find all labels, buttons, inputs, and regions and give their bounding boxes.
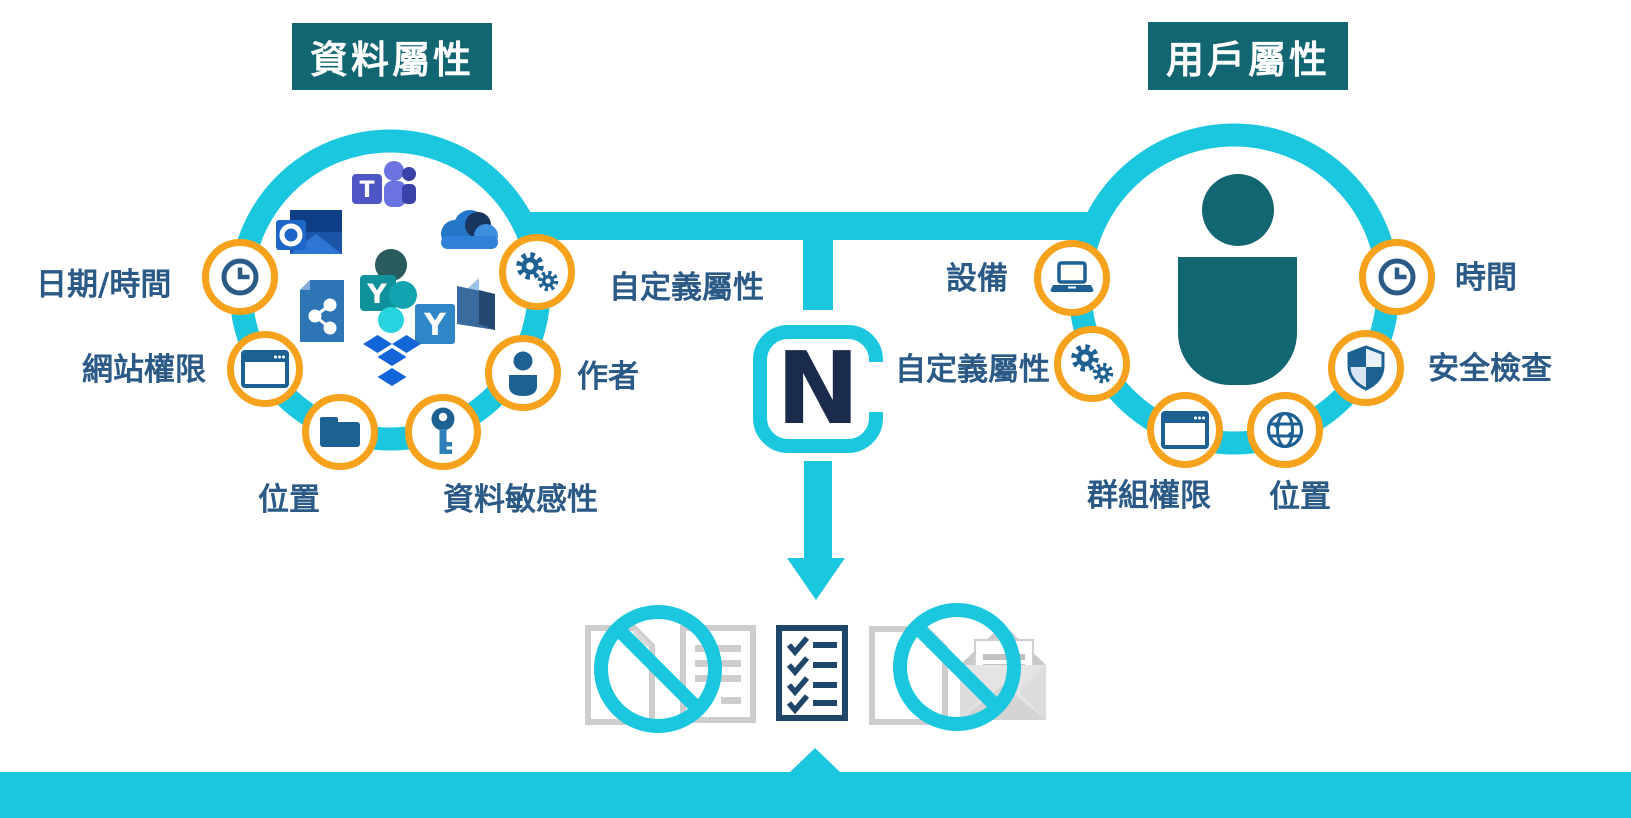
badge-data-sensitivity — [405, 394, 481, 470]
label-data-sensitivity: 資料敏感性 — [443, 482, 598, 518]
label-author: 作者 — [577, 359, 639, 395]
badge-author — [485, 335, 561, 411]
label-custom-attributes-left: 自定義屬性 — [609, 270, 764, 306]
bottom-bar — [0, 772, 1631, 818]
badge-custom-attributes-right — [1054, 326, 1130, 402]
badge-security-check — [1328, 330, 1404, 406]
folder-icon — [320, 417, 360, 447]
microsoft-teams-icon: T — [352, 161, 416, 207]
browser-window-icon — [1161, 411, 1209, 449]
left-title: 資料屬性 — [292, 23, 492, 90]
onedrive-icon — [441, 210, 498, 249]
vertical-connector-bar — [803, 238, 833, 310]
gears-icon — [516, 252, 559, 292]
key-icon — [431, 407, 455, 454]
clock-icon — [221, 258, 259, 296]
shared-document-icon — [300, 280, 344, 342]
label-group-permissions: 群組權限 — [1087, 478, 1211, 514]
badge-device — [1034, 240, 1110, 316]
badge-date-time — [202, 239, 278, 315]
policy-checklist-icon — [776, 625, 848, 721]
badge-time — [1359, 239, 1435, 315]
yammer-classic-letter: Y — [423, 308, 447, 343]
yammer-icon: Y — [360, 249, 417, 333]
shield-icon — [1347, 345, 1385, 391]
label-location-right: 位置 — [1269, 479, 1331, 515]
label-security-check: 安全檢查 — [1428, 351, 1552, 387]
user-silhouette-icon — [1202, 174, 1274, 246]
user-silhouette-body — [1178, 257, 1297, 385]
right-title: 用戶屬性 — [1148, 22, 1348, 90]
label-date-time: 日期/時間 — [36, 267, 172, 303]
clock-icon — [1378, 258, 1416, 296]
gears-icon — [1071, 344, 1114, 384]
badge-site-permissions — [227, 331, 303, 407]
label-time: 時間 — [1455, 260, 1517, 296]
prohibition-circle — [594, 605, 722, 733]
yammer-classic-icon: Y — [415, 278, 495, 344]
logo-letter-n: N — [776, 330, 860, 447]
badge-location-left — [302, 394, 378, 470]
teams-letter: T — [359, 178, 374, 203]
blocked-email-icon — [869, 603, 1046, 731]
down-arrow-head — [787, 558, 845, 600]
globe-icon — [1266, 411, 1304, 449]
laptop-icon — [1050, 261, 1094, 292]
badge-custom-attributes-left — [499, 234, 575, 310]
nc-protect-logo — [753, 325, 885, 453]
browser-window-icon — [241, 350, 289, 388]
badge-location-right — [1247, 392, 1323, 468]
label-custom-attributes-right: 自定義屬性 — [895, 352, 1050, 388]
horizontal-connector-bar — [470, 212, 1120, 240]
label-location-left: 位置 — [258, 482, 320, 518]
blocked-document-icon — [585, 605, 756, 733]
bottom-bar-peak — [789, 748, 841, 773]
dropbox-icon — [363, 335, 421, 386]
prohibition-circle — [893, 603, 1021, 731]
person-icon — [509, 351, 537, 396]
label-device: 設備 — [946, 261, 1008, 297]
label-site-permissions: 網站權限 — [82, 352, 206, 388]
down-arrow-shaft — [804, 461, 832, 561]
badge-group-permissions — [1147, 392, 1223, 468]
yammer-letter: Y — [366, 279, 387, 310]
outlook-icon — [276, 210, 342, 254]
